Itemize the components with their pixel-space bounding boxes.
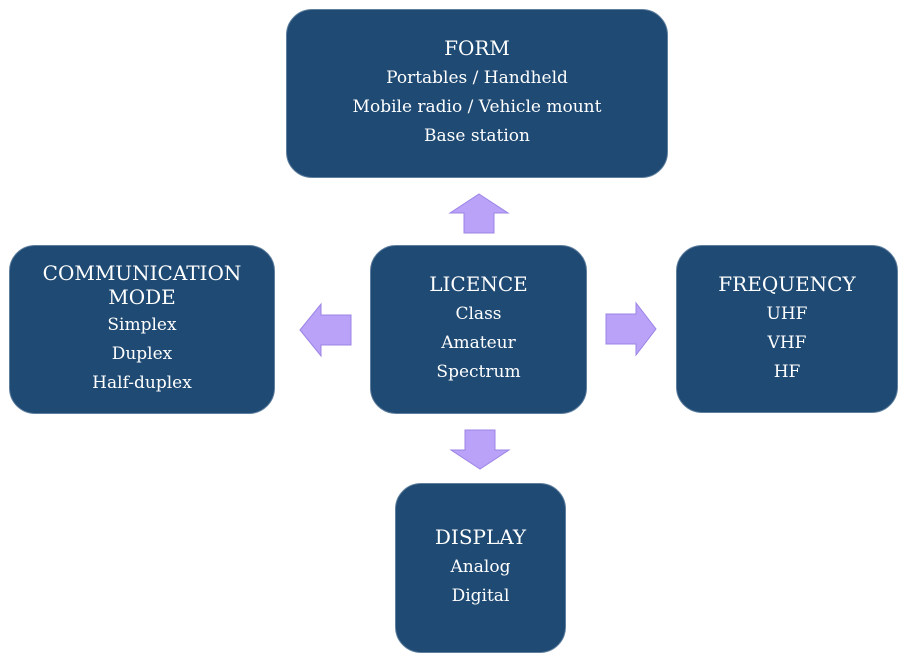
communication-mode-title-line2: MODE — [108, 285, 176, 309]
frequency-item-vhf: VHF — [767, 332, 807, 353]
licence-item-amateur: Amateur — [441, 333, 516, 353]
licence-item-class: Class — [455, 304, 502, 324]
display-node: DISPLAY Analog Digital — [395, 483, 566, 653]
frequency-item-hf: HF — [773, 361, 801, 382]
form-node: FORM Portables / Handheld Mobile radio /… — [286, 9, 668, 178]
communication-mode-item-half-duplex: Half-duplex — [92, 373, 192, 393]
form-item-base: Base station — [424, 126, 530, 146]
form-title: FORM — [444, 36, 510, 60]
frequency-node: FREQUENCY UHF VHF HF — [676, 245, 898, 413]
form-item-portables: Portables / Handheld — [386, 68, 568, 88]
frequency-item-uhf: UHF — [766, 303, 808, 324]
display-item-digital: Digital — [451, 586, 510, 606]
arrow-right-icon — [605, 301, 657, 357]
licence-title: LICENCE — [429, 272, 528, 296]
licence-node: LICENCE Class Amateur Spectrum — [370, 245, 587, 414]
communication-mode-title-line1: COMMUNICATION — [42, 261, 242, 285]
arrow-down-icon — [449, 429, 511, 470]
display-title: DISPLAY — [434, 525, 527, 549]
arrow-left-icon — [299, 302, 352, 358]
frequency-title: FREQUENCY — [718, 271, 856, 296]
communication-mode-title: COMMUNICATION MODE — [43, 261, 242, 309]
communication-mode-item-duplex: Duplex — [111, 344, 173, 364]
communication-mode-item-simplex: Simplex — [107, 315, 177, 335]
licence-item-spectrum: Spectrum — [436, 362, 521, 382]
arrow-up-icon — [448, 193, 510, 234]
display-item-analog: Analog — [450, 557, 511, 577]
communication-mode-node: COMMUNICATION MODE Simplex Duplex Half-d… — [9, 245, 275, 414]
form-item-mobile: Mobile radio / Vehicle mount — [352, 97, 602, 117]
